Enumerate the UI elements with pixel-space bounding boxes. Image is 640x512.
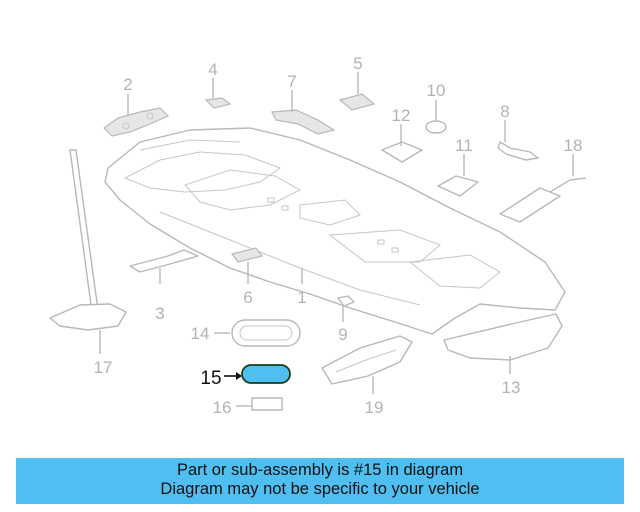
part-12-lamp <box>381 141 423 163</box>
part-4-clip <box>204 97 232 109</box>
callout-4: 4 <box>208 60 217 79</box>
callout-7: 7 <box>287 72 296 91</box>
callout-16: 16 <box>213 398 232 417</box>
part-9-clip <box>337 295 355 307</box>
part-17-rail <box>49 149 127 331</box>
callout-10: 10 <box>427 81 446 100</box>
part-5-dome-lamp <box>338 93 376 111</box>
info-banner: Part or sub-assembly is #15 in diagram D… <box>16 458 624 504</box>
callout-3: 3 <box>155 304 164 323</box>
part-11-lamp <box>437 175 479 197</box>
part-15-highlighted <box>224 364 291 384</box>
callout-9: 9 <box>338 325 347 344</box>
part-19-console <box>321 335 413 385</box>
banner-line-2: Diagram may not be specific to your vehi… <box>160 480 480 498</box>
callout-8: 8 <box>500 102 509 121</box>
callout-13: 13 <box>502 378 521 397</box>
parts-diagram: 1 2 3 4 5 6 7 8 9 10 11 12 13 14 15 16 1… <box>49 54 587 417</box>
callout-5: 5 <box>353 54 362 73</box>
leader-lines <box>99 72 574 407</box>
callout-2: 2 <box>123 75 132 94</box>
callout-12: 12 <box>392 106 411 125</box>
part-13-trim <box>443 313 563 361</box>
part-2-bracket <box>103 107 170 137</box>
callout-14: 14 <box>191 324 210 343</box>
banner-line-1: Part or sub-assembly is #15 in diagram <box>176 461 464 479</box>
part-8-strap <box>497 141 539 161</box>
callout-1: 1 <box>297 288 306 307</box>
part-16-pad <box>251 397 283 411</box>
callout-11: 11 <box>455 136 473 155</box>
part-7-bracket <box>271 109 336 135</box>
callout-6: 6 <box>243 288 252 307</box>
part-10-cap <box>425 120 447 134</box>
callout-19: 19 <box>365 398 384 417</box>
part-3-bracket <box>129 249 199 273</box>
part-14-lamp <box>231 319 301 347</box>
part-6-pad <box>230 247 264 263</box>
part-18-module <box>499 177 587 223</box>
callout-17: 17 <box>94 358 113 377</box>
headliner-panel <box>104 127 566 335</box>
callout-15: 15 <box>200 368 221 389</box>
callout-18: 18 <box>564 136 583 155</box>
